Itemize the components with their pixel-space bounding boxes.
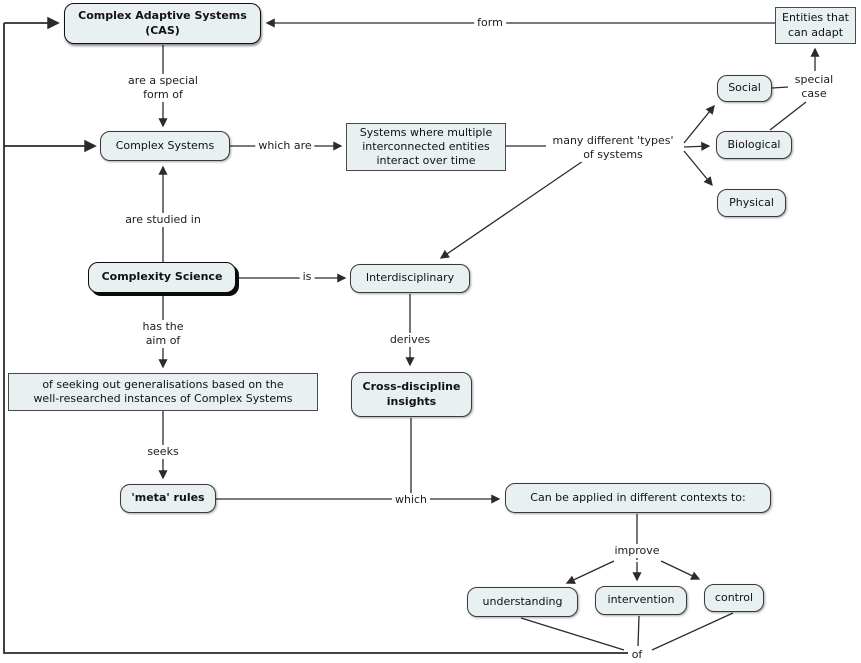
connector-control-to-of	[651, 612, 734, 651]
link-label-seeks: seeks	[144, 444, 182, 460]
connector-of-route-left	[3, 23, 628, 654]
node-physical[interactable]: Physical	[717, 189, 786, 217]
node-biological[interactable]: Biological	[716, 131, 792, 159]
link-label-which: which	[391, 492, 431, 508]
node-systems-description[interactable]: Systems where multiple interconnected en…	[346, 123, 506, 171]
connector-improve-to-control	[660, 560, 701, 580]
node-complex-systems[interactable]: Complex Systems	[100, 131, 230, 161]
node-control[interactable]: control	[704, 584, 764, 612]
node-social[interactable]: Social	[717, 75, 772, 102]
node-entities-that-can-adapt[interactable]: Entities that can adapt	[775, 7, 856, 44]
link-label-improve: improve	[611, 543, 663, 559]
link-label-many-types: many different 'types' of systems	[549, 133, 677, 163]
connector-many-types-to-biological	[683, 141, 711, 151]
link-label-are-studied-in: are studied in	[122, 212, 204, 228]
node-meta-rules[interactable]: 'meta' rules	[120, 484, 216, 513]
link-label-special-case: special case	[791, 72, 837, 102]
connector-many-types-to-physical	[683, 150, 713, 187]
node-complex-adaptive-systems[interactable]: Complex Adaptive Systems (CAS)	[64, 3, 261, 44]
link-label-is: is	[299, 269, 315, 285]
node-intervention[interactable]: intervention	[595, 586, 687, 615]
link-label-of: of	[628, 647, 646, 663]
node-complexity-science[interactable]: Complexity Science	[88, 262, 236, 293]
link-label-which-are: which are	[255, 138, 315, 154]
node-generalisations[interactable]: of seeking out generalisations based on …	[8, 373, 318, 411]
link-label-derives: derives	[386, 332, 434, 348]
connector-social-to-special-case	[771, 86, 789, 89]
connector-improve-to-understanding	[565, 560, 615, 584]
connector-understanding-to-of	[520, 617, 625, 651]
node-cross-discipline-insights[interactable]: Cross-discipline insights	[351, 372, 472, 417]
connector-intervention-to-of	[637, 615, 640, 647]
node-interdisciplinary[interactable]: Interdisciplinary	[350, 264, 470, 293]
link-label-form: form	[474, 15, 506, 31]
link-label-has-the-aim-of: has the aim of	[139, 319, 187, 349]
connector-many-types-to-social	[683, 104, 715, 144]
node-understanding[interactable]: understanding	[467, 587, 578, 617]
node-applied-contexts[interactable]: Can be applied in different contexts to:	[505, 483, 771, 513]
connector-many-types-to-interdisciplinary	[439, 160, 584, 259]
link-label-are-a-special-form-of: are a special form of	[125, 73, 201, 103]
connector-biological-to-special-case	[769, 101, 807, 131]
